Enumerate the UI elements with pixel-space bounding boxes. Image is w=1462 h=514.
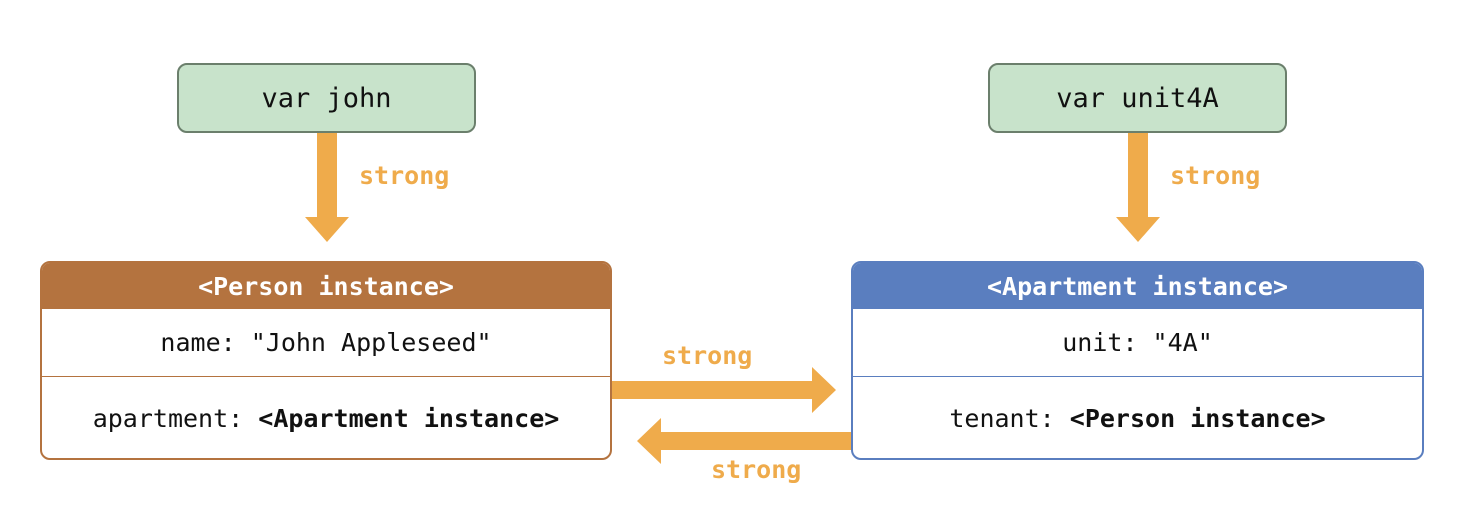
var-john-label: var john	[261, 82, 392, 114]
apartment-unit-row: unit: "4A"	[853, 309, 1422, 377]
apartment-tenant-key: tenant:	[949, 403, 1070, 433]
apartment-instance-header: <Apartment instance>	[853, 263, 1422, 309]
person-name-text: name: "John Appleseed"	[160, 328, 492, 357]
var-unit4a-label: var unit4A	[1056, 82, 1219, 114]
arrow-person-to-apartment	[612, 367, 836, 413]
var-unit4a-box: var unit4A	[988, 63, 1287, 133]
arrow-john-to-person	[305, 133, 349, 242]
person-instance-header: <Person instance>	[42, 263, 610, 309]
person-instance-box: <Person instance> name: "John Appleseed"…	[40, 261, 612, 460]
apartment-unit-text: unit: "4A"	[1062, 328, 1213, 357]
apartment-to-person-strong-label: strong	[711, 455, 802, 484]
john-strong-label: strong	[359, 161, 450, 190]
person-name-row: name: "John Appleseed"	[42, 309, 610, 377]
apartment-tenant-value: <Person instance>	[1069, 403, 1326, 433]
arrow-apartment-to-person	[637, 418, 851, 464]
arrow-unit4a-to-apartment	[1116, 133, 1160, 242]
apartment-tenant-row: tenant: <Person instance>	[853, 377, 1422, 458]
person-apartment-value: <Apartment instance>	[258, 403, 560, 433]
var-john-box: var john	[177, 63, 476, 133]
person-apartment-key: apartment:	[92, 403, 259, 433]
person-to-apartment-strong-label: strong	[662, 341, 753, 370]
apartment-instance-box: <Apartment instance> unit: "4A" tenant: …	[851, 261, 1424, 460]
unit4a-strong-label: strong	[1170, 161, 1261, 190]
person-apartment-row: apartment: <Apartment instance>	[42, 377, 610, 458]
